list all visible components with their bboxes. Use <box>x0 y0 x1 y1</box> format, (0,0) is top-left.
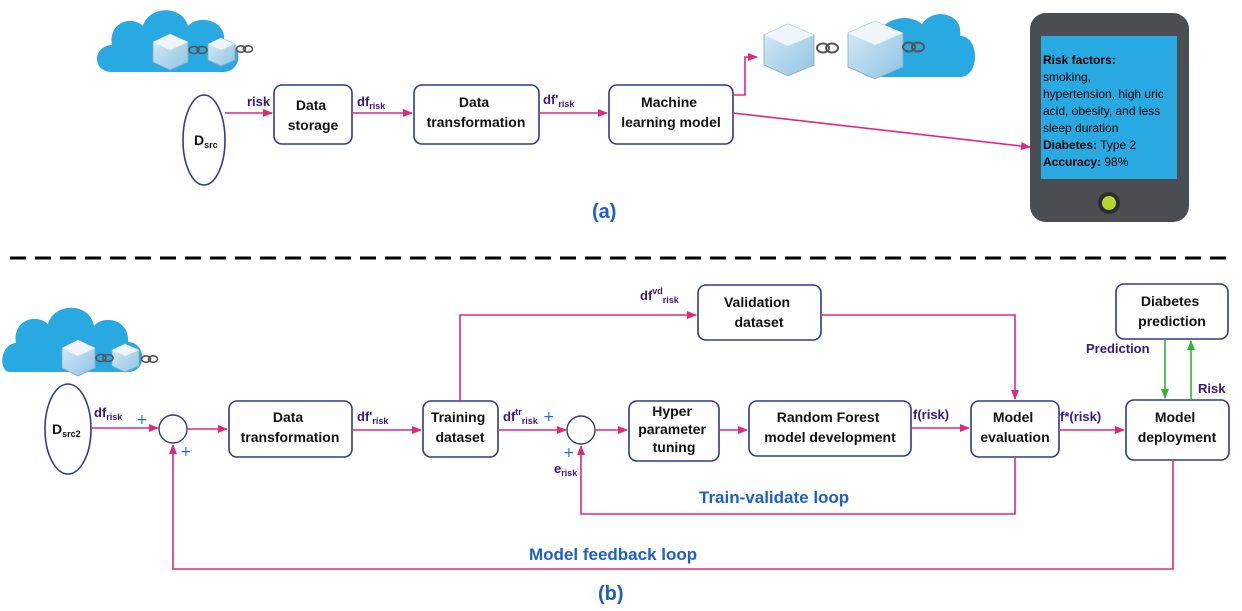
training-dataset-label: Training dataset <box>431 409 489 445</box>
diabetes-prediction-label: Diabetes prediction <box>1138 293 1206 329</box>
data-source-node <box>182 94 226 186</box>
panel-a-label: (a) <box>592 201 616 223</box>
data-transformation-box <box>228 400 353 458</box>
edge-to-cloud <box>733 53 758 96</box>
model-evaluation-label: Model evaluation <box>980 409 1049 445</box>
validation-dataset-box <box>697 284 822 341</box>
edge-dftr-label: dftrrisk <box>503 407 539 426</box>
data-source-label: Dsrc2 <box>52 421 81 439</box>
edge-risk-label: risk <box>247 94 271 109</box>
phone-readout: Risk factors: smoking, hypertension, hig… <box>1043 53 1167 135</box>
summing-junction <box>566 415 596 445</box>
plus-sign: + <box>136 412 148 428</box>
smartphone-icon <box>1030 13 1189 222</box>
edge-dfprime-label: df'risk <box>357 409 389 426</box>
model-feedback-loop-label: Model feedback loop <box>529 545 697 564</box>
model-deployment-label: Model deployment <box>1138 409 1217 445</box>
diabetes-prediction-box <box>1115 283 1229 340</box>
edge-to-phone <box>732 112 1031 150</box>
phone-screen <box>1041 36 1177 179</box>
storage-cube-icon <box>152 33 236 71</box>
ml-model-box <box>608 84 734 145</box>
edge-validation-to-eval <box>821 314 1019 400</box>
chain-link-icon <box>95 353 159 363</box>
model-feedback-loop-edge <box>169 444 1174 570</box>
edge-risk-label: Risk <box>1198 381 1226 396</box>
storage-cube-icon <box>61 339 140 377</box>
phone-diabetes: Diabetes: Type 2 <box>1043 138 1136 152</box>
edge-dfrisk-label: dfrisk <box>357 94 386 111</box>
chain-link-icon <box>188 44 254 55</box>
edge-fstar-label: f*(risk) <box>1060 409 1101 424</box>
chain-link-icon <box>816 41 925 54</box>
edge-prediction-label: Prediction <box>1086 341 1150 356</box>
data-transformation-box <box>413 84 540 145</box>
ml-model-label: Machine learning model <box>621 94 721 130</box>
edge-dfvd-label: dfvdrisk <box>640 286 680 305</box>
train-validate-loop-label: Train-validate loop <box>699 488 849 507</box>
random-forest-label: Random Forest model development <box>764 409 896 445</box>
cloud-icon <box>2 307 143 372</box>
plus-sign: + <box>563 445 575 461</box>
edge-dfrisk-label: dfrisk <box>94 405 123 422</box>
plus-sign: + <box>180 444 192 460</box>
edge-dfprime-label: df'risk <box>543 92 575 109</box>
validation-dataset-label: Validation dataset <box>724 294 794 330</box>
data-storage-box <box>273 84 353 145</box>
edge-frisk-label: f(risk) <box>913 407 949 422</box>
model-deployment-box <box>1125 399 1230 461</box>
data-transformation-label: Data transformation <box>427 94 526 130</box>
storage-cube-icon <box>763 20 904 80</box>
plus-sign: + <box>543 409 555 425</box>
train-validate-loop-edge <box>577 445 1016 515</box>
edge-to-validation <box>459 311 697 401</box>
panel-b-label: (b) <box>598 583 624 605</box>
data-source-node <box>44 383 92 475</box>
phone-accuracy: Accuracy: 98% <box>1043 155 1129 169</box>
data-storage-label: Data storage <box>288 97 339 133</box>
edge-erisk-label: erisk <box>554 461 578 478</box>
summing-junction <box>158 414 188 444</box>
data-source-label: Dsrc <box>194 132 218 150</box>
hyperparameter-tuning-box <box>628 400 720 462</box>
hyperparameter-tuning-label: Hyper parameter tuning <box>638 403 710 455</box>
data-transformation-label: Data transformation <box>241 409 340 445</box>
